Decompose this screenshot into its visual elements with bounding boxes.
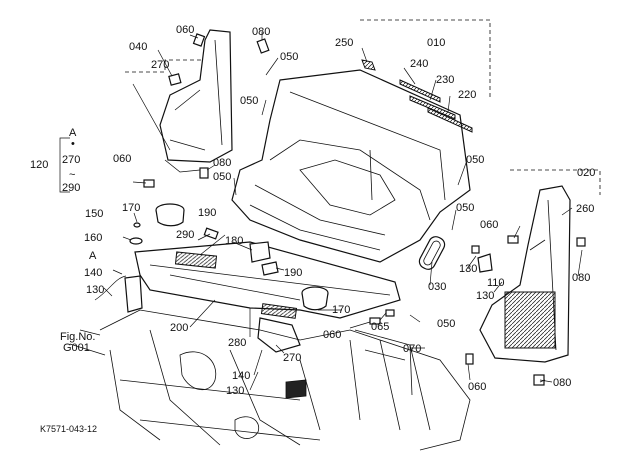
callout-220: 230 [436,74,454,86]
callout-010: 010 [427,37,445,49]
callout-140: 140 [84,267,102,279]
callout-070: 070 [403,343,421,355]
harness-connector [124,275,143,313]
callout-050: 050 [466,154,484,166]
bolt-150 [133,222,141,228]
figure-ref-label: Fig.No. [60,331,95,343]
callout-080: 080 [572,272,590,284]
group-020-bracket [510,169,601,195]
figure-ref-number: G001 [63,342,90,354]
callout-120: 120 [30,159,48,171]
callout-080: 080 [213,157,231,169]
callout-050: 050 [240,95,258,107]
callout-060: 060 [113,153,131,165]
diagram-code: K7571-043-12 [40,424,97,434]
callout-030: 030 [428,281,446,293]
callout-040: 040 [129,41,147,53]
callout-190: 190 [198,207,216,219]
callout-range-dot: • [71,138,75,150]
seal-strip-220 [409,95,456,120]
callout-290: 290 [62,182,80,194]
front-lower-panel [134,241,401,319]
callout-065: 065 [371,321,389,333]
callout-050: 050 [456,202,474,214]
callout-110: 130 [459,263,477,275]
reflector-cap-170a [155,203,185,227]
reflector-cap-170b [301,286,329,311]
callout-090: 110 [487,277,505,289]
callout-270: 270 [62,154,80,166]
washer-160 [129,237,143,245]
grip-handle-030 [418,236,446,270]
callout-290: 290 [176,229,194,241]
callout-060: 060 [323,329,341,341]
bracket-180 [249,241,271,263]
callout-180: 180 [225,235,243,247]
callout-020: 020 [577,167,595,179]
group-040-bracket [125,59,205,73]
range-group-bracket [59,137,70,193]
callout-050: 050 [280,51,298,63]
callout-280: 280 [228,337,246,349]
callout-080: 080 [252,26,270,38]
callout-200: 200 [170,322,188,334]
leader-lines [69,32,583,391]
callout-080: 080 [553,377,571,389]
seal-strip-240 [361,59,376,71]
callout-130: 130 [226,385,244,397]
callout-170: 170 [122,202,140,214]
callout-230: 240 [410,58,428,70]
callout-210: 220 [458,89,476,101]
callout-A: A [89,250,97,262]
callout-240: 250 [335,37,353,49]
callout-130: 130 [86,284,104,296]
callout-270: 270 [283,352,301,364]
left-side-panel [159,29,233,173]
seal-strip-230 [399,79,441,103]
vehicle-frame [79,309,471,451]
callout-050: 050 [213,171,231,183]
callout-060: 060 [176,24,194,36]
bolt-set [143,33,586,386]
callout-170: 170 [332,304,350,316]
callout-260: 270 [151,59,169,71]
callout-250: 260 [576,203,594,215]
callout-range-letter: A [69,127,77,139]
right-side-panel [479,185,571,363]
callout-190: 190 [284,267,302,279]
callout-labels: 060 080 040 050 270 250 010 240 230 220 … [30,24,595,397]
callout-150: 150 [85,208,103,220]
clip-190 [261,261,279,276]
callout-100: 130 [476,290,494,302]
seal-strip-210 [427,107,473,133]
callout-range-tilde: ~ [69,169,75,181]
figure-reference: Fig.No. G001 [60,331,95,354]
latch-090 [477,253,493,273]
callout-050: 050 [437,318,455,330]
clip-260 [168,73,182,86]
group-010-bracket [360,19,491,100]
callout-160: 160 [84,232,102,244]
callout-060: 060 [480,219,498,231]
right-panel-grille [504,291,556,349]
callout-060: 060 [468,381,486,393]
harness-130 [94,275,127,301]
callout-140: 140 [232,370,250,382]
